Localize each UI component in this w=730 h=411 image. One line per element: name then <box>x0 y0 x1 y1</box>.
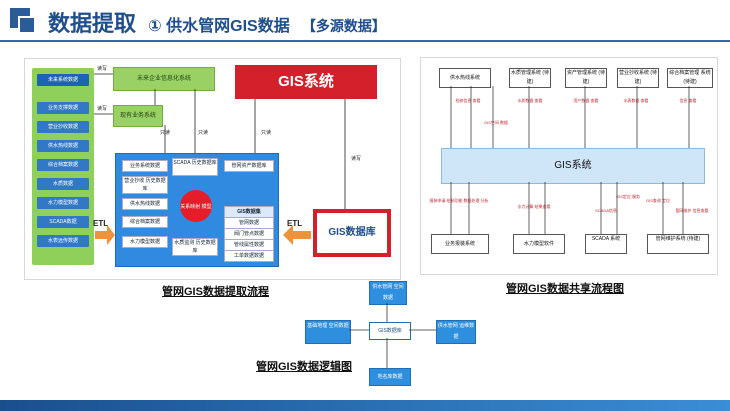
share-label: 数据处理 分析 <box>463 198 489 203</box>
etl-right-label: ETL <box>287 219 303 228</box>
share-label: GIS空间 数据 <box>483 120 508 125</box>
center-item: 供水热线数据 <box>122 198 168 210</box>
center-item: 综合档案数据 <box>122 216 168 228</box>
read-label: 只读 <box>198 130 209 136</box>
source-item: 业务支撑数据 <box>37 102 89 114</box>
page-subtitle: ① 供水管网GIS数据 <box>148 18 290 35</box>
share-caption: 管网GIS数据共享流程图 <box>506 283 624 295</box>
title-divider <box>0 40 730 42</box>
share-bottom-box: 管网维护系统 (待建) <box>647 234 709 254</box>
center-item: 业务系统数据 <box>122 160 168 172</box>
gis-system-box: GIS系统 <box>235 65 377 99</box>
source-item: 综合档案数据 <box>37 159 89 171</box>
read-label: 只读 <box>261 130 272 136</box>
share-label: 水力计算 结果查看 <box>517 204 551 209</box>
extract-caption: 管网GIS数据提取流程 <box>162 286 269 298</box>
gis-data-item: 工单数据数据 <box>224 250 274 262</box>
gis-data-item: 管线属性数据 <box>224 239 274 251</box>
center-item: 营业抄收 历史数据库 <box>122 176 168 194</box>
center-item: 水质监测 历史数据库 <box>172 238 218 256</box>
share-label: 水质数据 查看 <box>517 98 543 103</box>
share-label: 检修信息 查看 <box>455 98 481 103</box>
share-bottom-box: 业务报装系统 <box>431 234 489 254</box>
title-icon <box>10 8 36 34</box>
share-top-box: 营业抄收系统 (待建) <box>617 68 659 88</box>
rw-label: 读写 <box>351 156 362 162</box>
logic-right-box: 供水管网 运维数据 <box>436 320 476 344</box>
share-top-box: 综合档案管理 系统(待建) <box>667 68 713 88</box>
logic-caption: 管网GIS数据逻辑图 <box>256 361 352 373</box>
source-item: 供水热线数据 <box>37 140 89 152</box>
etl-left-label: ETL <box>93 219 109 228</box>
info-system-box: 未来企业信息化系统 <box>113 67 215 91</box>
rw-label: 读写 <box>97 106 108 112</box>
source-item: 水质数据 <box>37 178 89 190</box>
logic-top-box: 供水管网 空间数据 <box>369 281 407 305</box>
share-label: GIS查询 定位 <box>645 198 670 203</box>
share-top-box: 水质管理系统 (待建) <box>509 68 551 88</box>
share-label: 资产数据 查看 <box>573 98 599 103</box>
extract-diagram: 未来系统数据 业务支撑数据 营业抄收数据 供水热线数据 综合档案数据 水质数据 … <box>24 58 401 280</box>
page-title: 数据提取 ① 供水管网GIS数据 【多源数据】 <box>48 11 386 36</box>
share-diagram: 供水热线系统 水质管理系统 (待建) 资产管理系统 (待建) 营业抄收系统 (待… <box>420 57 718 275</box>
extract-arrows <box>94 73 346 245</box>
source-column: 未来系统数据 业务支撑数据 营业抄收数据 供水热线数据 综合档案数据 水质数据 … <box>32 68 94 265</box>
rw-label: 读写 <box>97 66 108 72</box>
source-item: 水表远传数据 <box>37 235 89 247</box>
share-label: 报装申请 绘制功能 <box>429 198 463 203</box>
share-gis-bar: GIS系统 <box>441 148 705 184</box>
footer-band <box>0 400 730 411</box>
biz-system-box: 现有业务系统 <box>113 105 163 127</box>
logic-bottom-box: 地名库数据 <box>369 368 411 386</box>
share-top-box: 供水热线系统 <box>439 68 491 88</box>
source-item: 营业抄收数据 <box>37 121 89 133</box>
center-item: SCADA 历史数据库 <box>172 158 218 176</box>
source-item: SCADA数据 <box>37 216 89 228</box>
share-label: GIS定位 服务 <box>615 194 640 199</box>
source-item: 水力模型数据 <box>37 197 89 209</box>
logic-left-box: 基础地理 空间数据 <box>305 320 351 344</box>
center-item: 管网资产数据库 <box>224 160 274 172</box>
share-label: 信息 查看 <box>679 98 697 103</box>
center-box: 业务系统数据 SCADA 历史数据库 管网资产数据库 营业抄收 历史数据库 供水… <box>115 153 279 267</box>
share-label: 水表数据 查看 <box>623 98 649 103</box>
mapping-core: 关系映射 模型 <box>180 190 212 222</box>
share-label: 管网维护 信息查看 <box>675 208 709 213</box>
share-arrows <box>450 86 690 234</box>
share-top-box: 资产管理系统 (待建) <box>565 68 607 88</box>
gis-db-box: GIS数据库 <box>313 209 391 257</box>
page-tag: 【多源数据】 <box>301 18 386 34</box>
logic-arrows <box>349 303 436 368</box>
share-bottom-box: 水力模型软件 <box>513 234 565 254</box>
share-label: SCADA信息 <box>595 208 617 213</box>
source-item: 未来系统数据 <box>37 74 89 86</box>
share-bottom-box: SCADA 系统 <box>585 234 627 254</box>
center-item: 水力模型数据 <box>122 236 168 248</box>
logic-center-box: GIS数据库 <box>369 322 411 340</box>
